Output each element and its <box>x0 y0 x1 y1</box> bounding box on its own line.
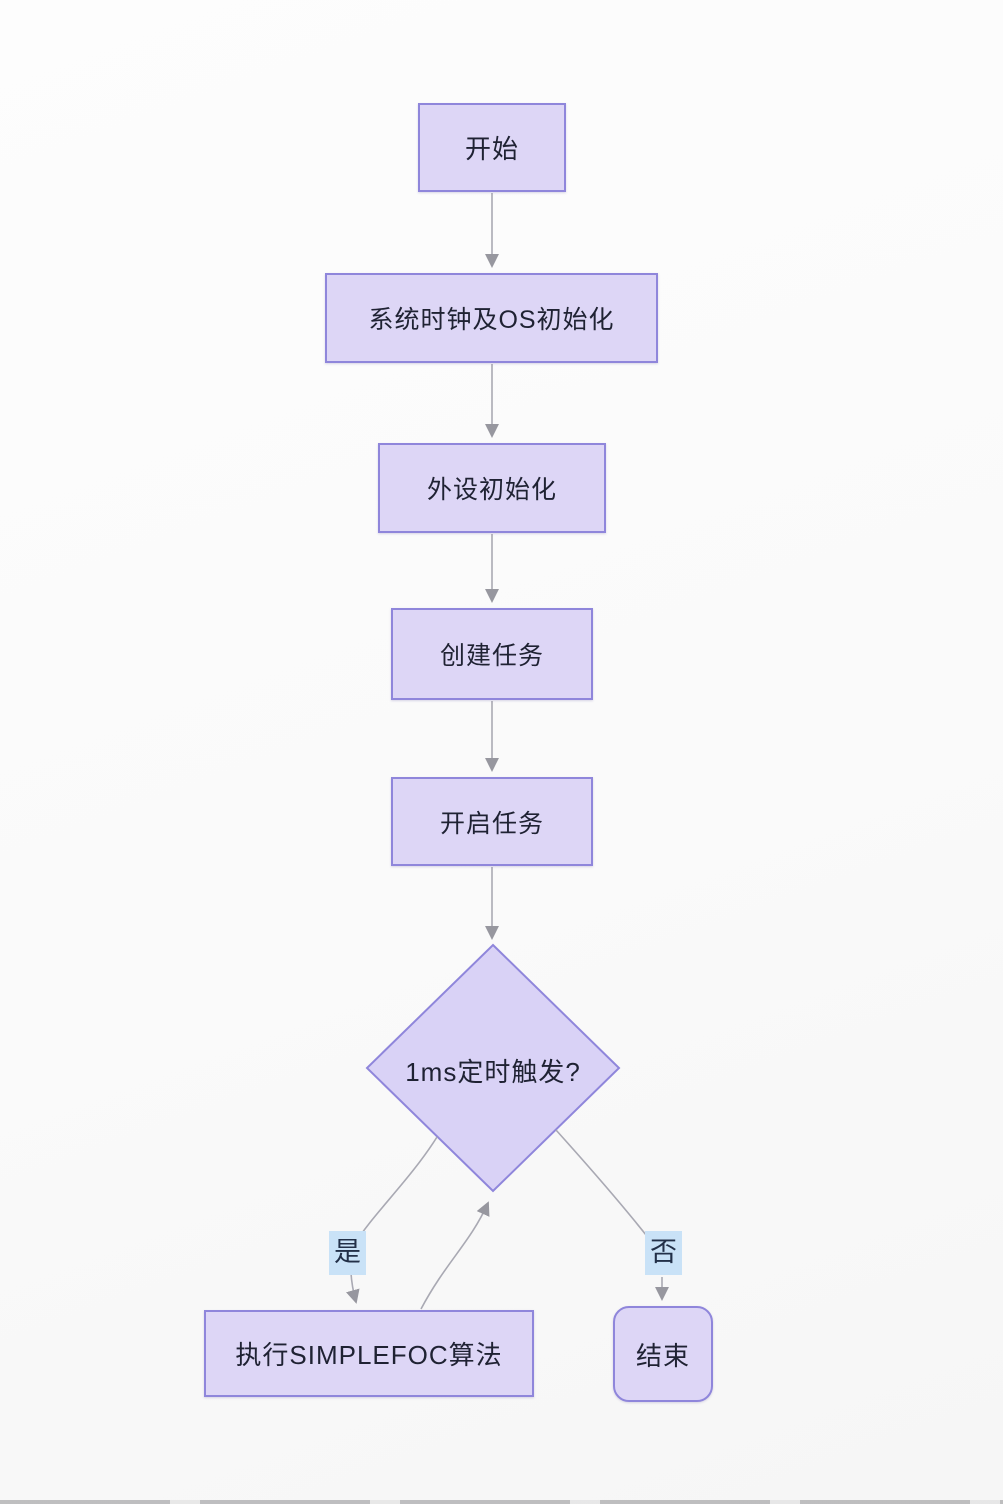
node-start-task: 开启任务 <box>391 777 593 866</box>
photo-edge-artifact <box>0 1500 1003 1504</box>
node-sys-os-init-label: 系统时钟及OS初始化 <box>368 306 615 334</box>
node-start-label: 开始 <box>464 134 519 164</box>
node-sys-os-init: 系统时钟及OS初始化 <box>325 273 658 363</box>
node-start: 开始 <box>418 103 566 192</box>
node-create-task: 创建任务 <box>391 608 593 700</box>
node-periph-init-label: 外设初始化 <box>426 476 557 504</box>
edge-label-yes: 是 <box>329 1231 366 1275</box>
node-periph-init: 外设初始化 <box>378 443 606 533</box>
edge-simplefoc-back-to-decision <box>420 1201 490 1310</box>
node-run-simplefoc-label: 执行SIMPLEFOC算法 <box>235 1340 503 1370</box>
node-run-simplefoc: 执行SIMPLEFOC算法 <box>204 1310 534 1397</box>
node-timer-decision-label: 1ms定时触发? <box>405 1057 581 1087</box>
node-end: 结束 <box>613 1306 713 1402</box>
decision-diamond-shape <box>365 943 621 1193</box>
edge-label-no: 否 <box>645 1231 682 1275</box>
node-start-task-label: 开启任务 <box>439 809 544 838</box>
node-create-task-label: 创建任务 <box>439 642 544 670</box>
edge-decision-no-line <box>555 1129 651 1241</box>
edge-decision-yes-to-simplefoc <box>346 1136 438 1304</box>
node-end-label: 结束 <box>635 1340 690 1371</box>
